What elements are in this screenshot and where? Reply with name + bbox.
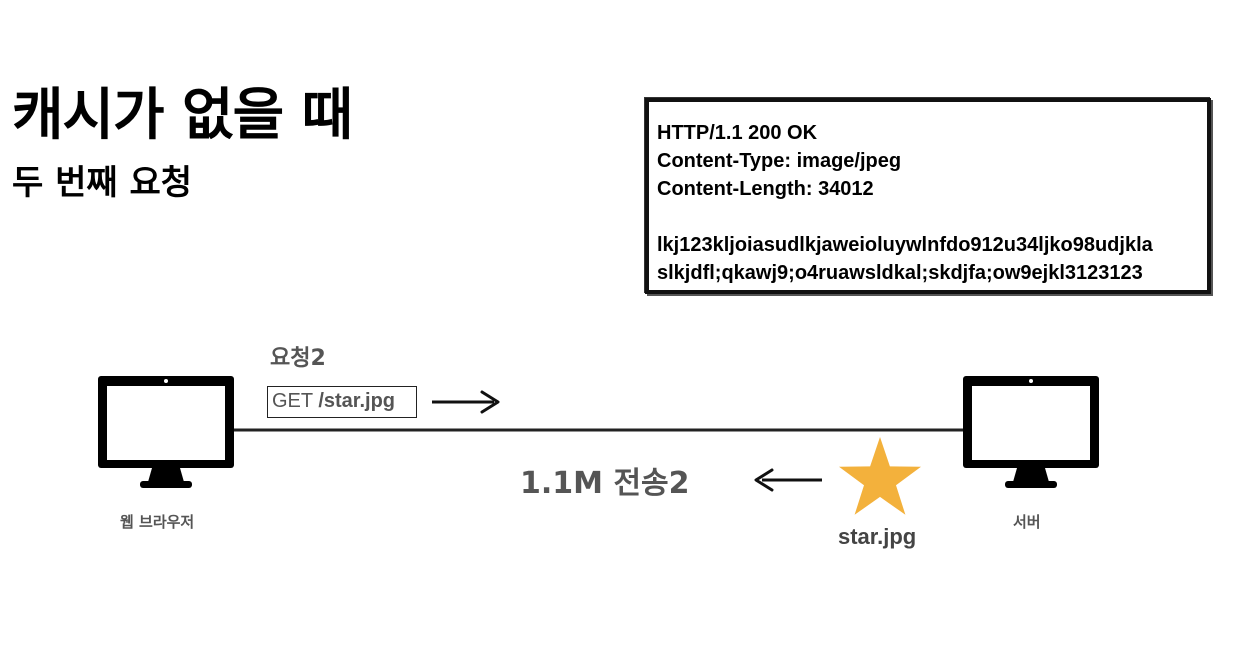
response-body-line-1: lkj123kljoiasudlkjaweioluywlnfdo912u34lj… — [657, 234, 1153, 256]
star-icon — [839, 437, 921, 515]
page-subtitle: 두 번째 요청 — [12, 163, 193, 203]
response-content-length: Content-Length: 34012 — [657, 178, 874, 200]
server-label: 서버 — [1013, 513, 1041, 531]
client-label: 웹 브라우저 — [120, 513, 195, 531]
response-status-line: HTTP/1.1 200 OK — [657, 122, 818, 144]
request-arrow-icon — [432, 390, 500, 414]
request-method: GET — [272, 390, 319, 412]
response-arrow-icon — [754, 468, 822, 492]
star-file-label: star.jpg — [838, 524, 917, 549]
http-response-box: HTTP/1.1 200 OK Content-Type: image/jpeg… — [645, 98, 1211, 294]
response-content-type: Content-Type: image/jpeg — [657, 150, 902, 172]
server-monitor-icon — [963, 376, 1099, 488]
request-line-box: GET /star.jpg — [267, 386, 417, 418]
transfer-label: 1.1M 전송2 — [520, 466, 690, 501]
client-monitor-icon — [98, 376, 234, 488]
request-path: /star.jpg — [318, 390, 396, 412]
request-label: 요청2 — [270, 346, 326, 371]
page-title: 캐시가 없을 때 — [12, 83, 353, 148]
response-body-line-2: slkjdfl;qkawj9;o4ruawsldkal;skdjfa;ow9ej… — [657, 262, 1143, 284]
